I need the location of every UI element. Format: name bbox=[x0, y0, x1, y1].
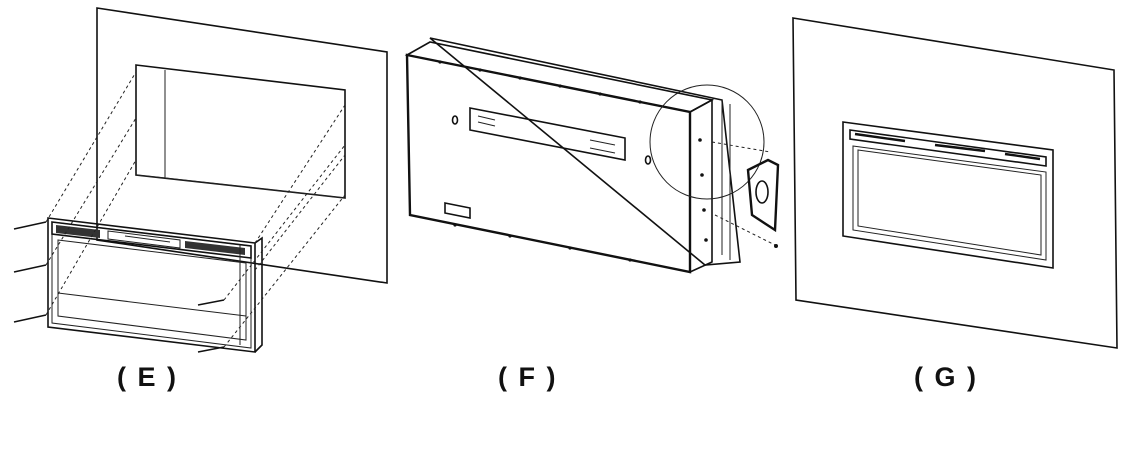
wall-panel-g bbox=[792, 17, 1118, 349]
installed-unit-frame bbox=[842, 121, 1054, 269]
panel-label-e: ( E ) bbox=[117, 362, 178, 392]
panel-g-drawing bbox=[792, 17, 1118, 349]
unit-back-frame bbox=[429, 37, 741, 266]
mounting-screws-e bbox=[13, 71, 346, 353]
panel-e-drawing bbox=[13, 7, 388, 353]
detail-circle bbox=[649, 84, 765, 200]
wall-panel-e bbox=[96, 7, 388, 284]
panel-f-drawing bbox=[404, 37, 780, 274]
panel-label-f: ( F ) bbox=[498, 362, 558, 392]
rear-panel-fasteners bbox=[438, 60, 708, 262]
firebox-e bbox=[47, 217, 263, 353]
panel-label-g: ( G ) bbox=[914, 362, 978, 392]
side-bracket bbox=[711, 141, 780, 248]
